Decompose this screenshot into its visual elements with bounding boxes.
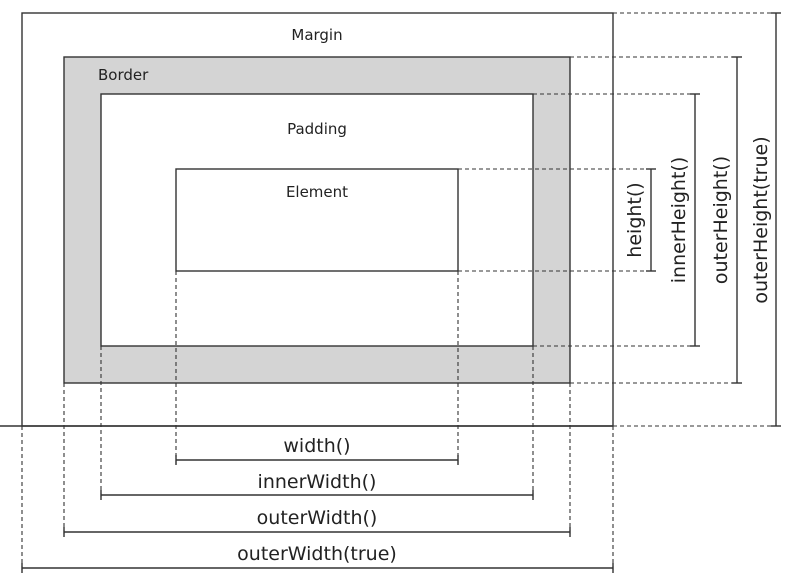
- element-label: Element: [286, 183, 348, 201]
- border-label: Border: [98, 66, 149, 84]
- margin-label: Margin: [291, 26, 342, 44]
- padding-label: Padding: [287, 120, 347, 138]
- inner-height-label: innerHeight(): [668, 157, 690, 284]
- outer-height-label: outerHeight(): [710, 156, 732, 284]
- outer-width-label: outerWidth(): [257, 507, 378, 529]
- width-label: width(): [283, 435, 350, 457]
- outer-width-true-label: outerWidth(true): [237, 543, 397, 565]
- width-extension-lines: [21, 271, 614, 572]
- width-dimension-lines: [21, 455, 614, 573]
- height-extension-lines: [458, 12, 780, 427]
- inner-width-label: innerWidth(): [258, 471, 377, 493]
- outer-height-true-label: outerHeight(true): [750, 136, 772, 303]
- element-box: [175, 168, 459, 272]
- height-label: height(): [624, 182, 646, 257]
- height-dimension-lines: [646, 12, 781, 427]
